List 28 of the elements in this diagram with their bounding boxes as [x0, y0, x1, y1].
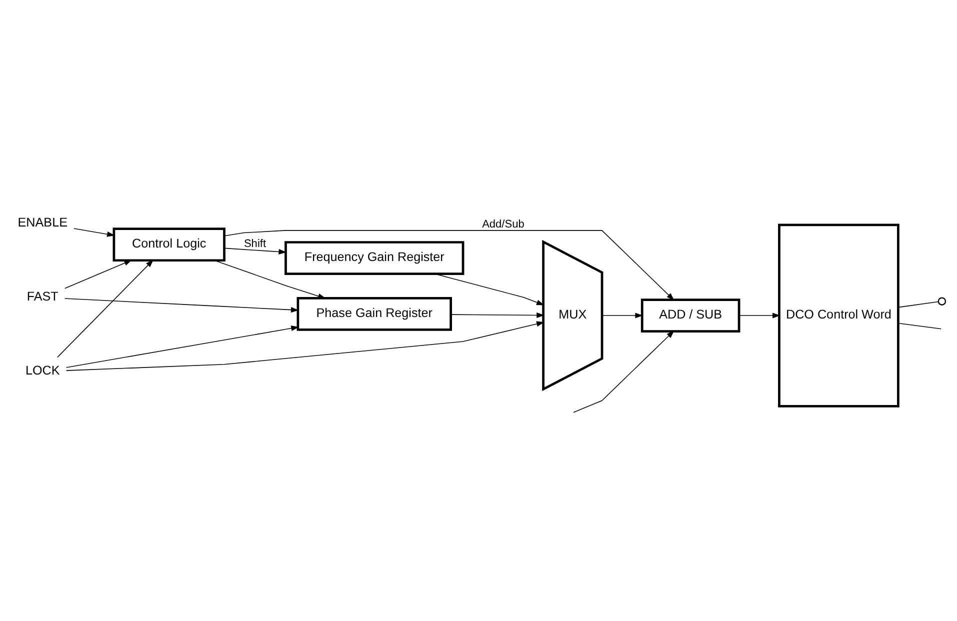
node-box: Phase Gain Register	[296, 296, 452, 330]
arrow	[573, 330, 674, 412]
connector	[898, 300, 938, 308]
edge-label: Add/Sub	[482, 218, 524, 230]
node-text: FAST	[26, 288, 58, 303]
arrow	[214, 260, 326, 298]
arrow	[57, 259, 154, 358]
arrow	[64, 259, 132, 288]
node-text: LOCK	[25, 362, 60, 377]
node-box: ADD / SUB	[640, 298, 740, 332]
node-box: MUX	[542, 239, 604, 391]
arrow	[738, 312, 780, 318]
arrow	[66, 325, 300, 368]
arrow	[74, 228, 115, 236]
arrow	[64, 298, 299, 312]
arrow	[224, 230, 674, 300]
arrow	[450, 312, 544, 318]
arrow	[602, 312, 644, 318]
node-box: Control Logic	[112, 227, 226, 262]
connector	[898, 322, 942, 329]
arrow	[434, 272, 544, 305]
node-box: DCO Control Word	[778, 223, 900, 407]
node-text: ENABLE	[18, 214, 68, 229]
edge-label: Shift	[244, 238, 266, 250]
node-circle	[938, 296, 946, 305]
arrow	[66, 320, 544, 370]
arrow	[224, 247, 287, 254]
node-box: Frequency Gain Register	[284, 240, 464, 274]
